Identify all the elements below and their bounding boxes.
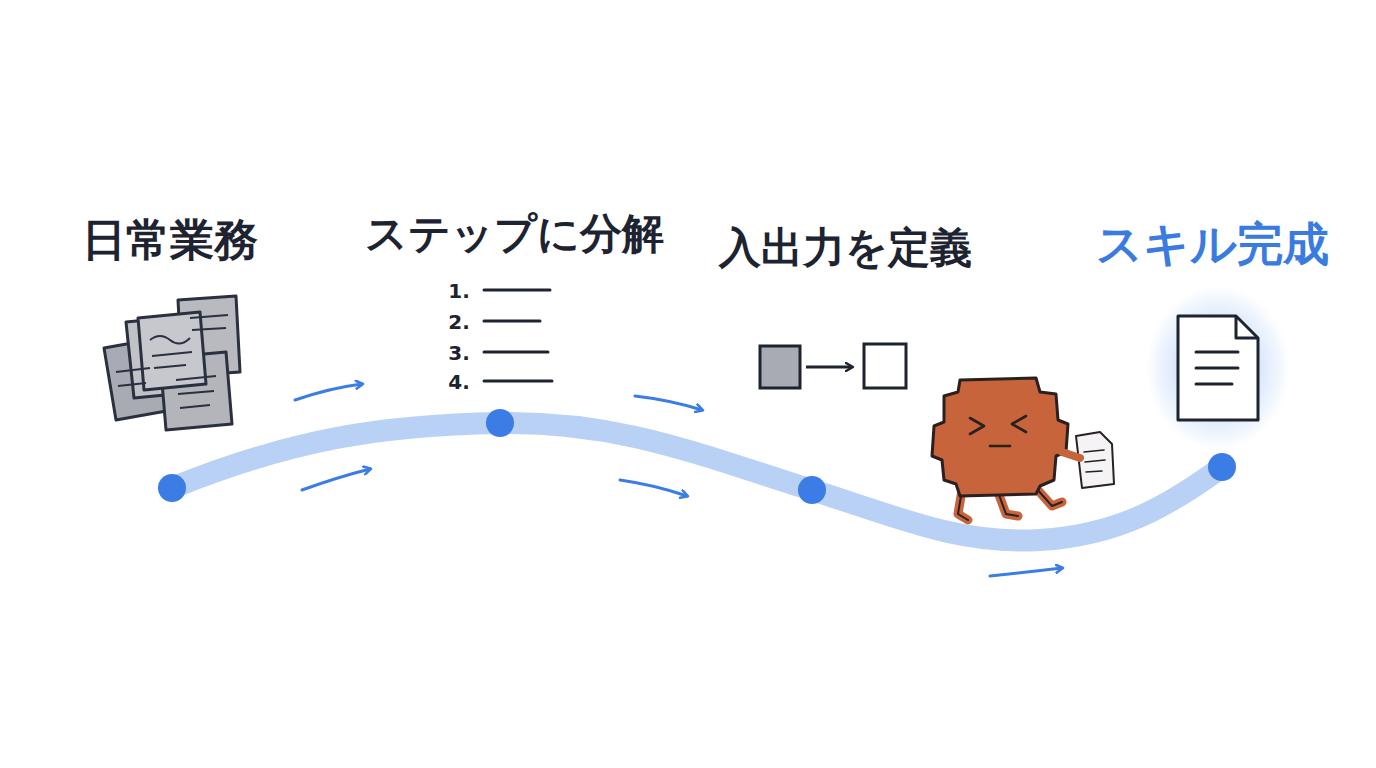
list-lines	[484, 290, 552, 381]
input-output-icon	[760, 344, 906, 388]
stage-title: ステップに分解	[365, 211, 664, 257]
stage-title: 日常業務	[82, 216, 258, 264]
paper-stack-icon	[104, 296, 240, 430]
list-number: 1.	[448, 280, 470, 302]
list-number: 2.	[448, 311, 470, 333]
stage-title-final: スキル完成	[1096, 219, 1329, 270]
mascot-character	[932, 378, 1114, 520]
stage-dots	[158, 409, 1236, 504]
list-number: 4.	[448, 371, 470, 393]
document-icon	[1146, 286, 1290, 450]
list-number: 3.	[448, 342, 470, 364]
stage-title: 入出力を定義	[719, 225, 972, 271]
